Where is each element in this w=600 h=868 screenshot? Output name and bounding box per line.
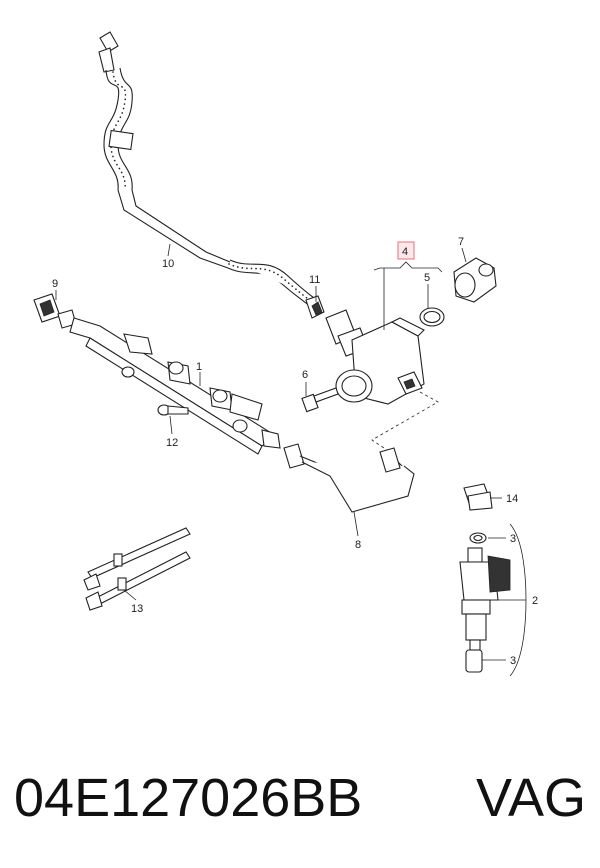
callout-5: 5 <box>424 272 430 284</box>
callout-1: 1 <box>196 361 202 373</box>
callout-14: 14 <box>506 493 518 505</box>
callout-12: 12 <box>166 437 178 449</box>
callout-4-highlight <box>397 241 415 260</box>
callout-13: 13 <box>131 603 143 615</box>
callout-4: 4 <box>402 246 408 258</box>
o-ring-5 <box>419 307 445 327</box>
cable-ties-13 <box>83 527 191 611</box>
callout-7: 7 <box>458 236 464 248</box>
fuel-hose-10 <box>98 31 325 319</box>
seal-3-upper <box>469 532 487 544</box>
callout-3-lower: 3 <box>510 655 516 667</box>
high-pressure-pump-4 <box>325 309 439 453</box>
callout-6: 6 <box>302 369 308 381</box>
caption: 04E127026BB VAG <box>14 758 586 838</box>
callout-10: 10 <box>162 258 174 270</box>
callout-9: 9 <box>52 278 58 290</box>
callout-8: 8 <box>355 539 361 551</box>
roller-tappet-7 <box>453 257 497 303</box>
high-pressure-line-8 <box>283 443 415 513</box>
bolt-6 <box>301 387 339 413</box>
clamp-11 <box>311 301 323 316</box>
callout-11: 11 <box>309 274 320 286</box>
brand-name: VAG <box>475 768 586 828</box>
pressure-sensor-9 <box>33 293 77 329</box>
injector-2 <box>459 547 511 651</box>
seal-3-lower <box>465 649 483 673</box>
callout-3-upper: 3 <box>510 533 516 545</box>
injector-clip-14 <box>463 483 493 511</box>
part-number: 04E127026BB <box>14 768 363 828</box>
fuel-rail-1 <box>69 317 281 455</box>
leader-lines <box>55 243 527 677</box>
bolt-12 <box>157 404 189 416</box>
callout-2: 2 <box>532 595 538 607</box>
